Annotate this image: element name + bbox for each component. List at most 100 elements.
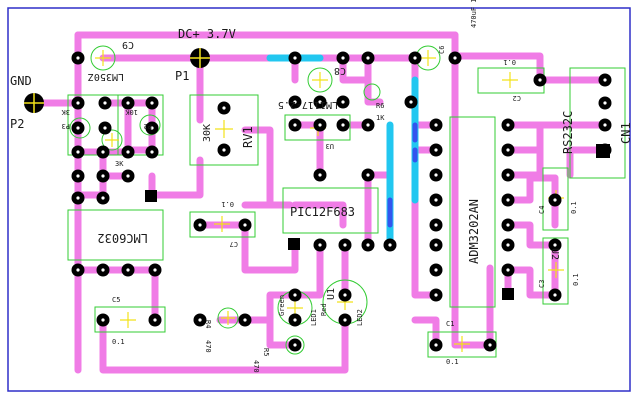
pad-hole bbox=[222, 148, 226, 152]
pad-hole bbox=[101, 318, 105, 322]
label-c6v: 470uF 16V bbox=[470, 0, 478, 28]
pad-hole bbox=[506, 123, 510, 127]
pad-hole bbox=[293, 293, 297, 297]
pad-hole bbox=[343, 318, 347, 322]
label-c3v: 0.1 bbox=[572, 273, 580, 286]
r3-outline bbox=[101, 129, 123, 151]
pad-hole bbox=[488, 343, 492, 347]
label-led2: LED2 bbox=[356, 309, 364, 326]
label-c5: C5 bbox=[112, 296, 120, 304]
pad-hole bbox=[222, 106, 226, 110]
pad-hole bbox=[366, 123, 370, 127]
pad-hole bbox=[318, 173, 322, 177]
pad-hole bbox=[388, 243, 392, 247]
pad-hole bbox=[153, 268, 157, 272]
label-u1: U1 bbox=[326, 288, 337, 300]
label-c6: C6 bbox=[438, 46, 446, 54]
rv1-outline bbox=[189, 94, 259, 166]
label-u2: U2 bbox=[549, 248, 560, 260]
pad-hole bbox=[506, 268, 510, 272]
label-lm: LM350Z bbox=[88, 71, 124, 82]
label-c1v: 0.1 bbox=[446, 358, 459, 366]
label-u3: U3 bbox=[326, 142, 334, 150]
p3-knob-outline bbox=[69, 117, 91, 139]
pad-hole bbox=[126, 101, 130, 105]
c5-outline bbox=[94, 306, 166, 333]
pad-hole bbox=[341, 100, 345, 104]
square-pad bbox=[288, 238, 300, 250]
pad-hole bbox=[150, 101, 154, 105]
label-c2: C2 bbox=[513, 94, 521, 102]
c3-outline bbox=[542, 237, 569, 305]
pad-hole bbox=[603, 78, 607, 82]
pad-hole bbox=[153, 318, 157, 322]
pad-hole bbox=[366, 173, 370, 177]
pad-hole bbox=[243, 223, 247, 227]
label-p3: P3 bbox=[62, 122, 70, 130]
lmc-outline bbox=[67, 209, 164, 261]
label-r3: 3K bbox=[115, 160, 124, 168]
label-p3v: 3K bbox=[61, 108, 70, 116]
pad-hole bbox=[198, 318, 202, 322]
label-r30k: 30K bbox=[202, 124, 213, 142]
pad-hole bbox=[341, 56, 345, 60]
pad-hole bbox=[101, 196, 105, 200]
pad-hole bbox=[76, 174, 80, 178]
label-led1: LED1 bbox=[310, 309, 318, 326]
c4-outline bbox=[542, 167, 569, 231]
label-c9: C9 bbox=[122, 39, 134, 50]
label-c7: C7 bbox=[230, 240, 238, 248]
pad-hole bbox=[343, 243, 347, 247]
label-c5v: 0.1 bbox=[112, 338, 125, 346]
pad-hole bbox=[506, 173, 510, 177]
pad-hole bbox=[293, 56, 297, 60]
label-c1: C1 bbox=[446, 320, 454, 328]
pad-hole bbox=[343, 293, 347, 297]
label-c7v: 0.1 bbox=[221, 200, 234, 208]
silkscreen-labels: GND P2 P1 DC+ 3.7V C9 LM350Z P3 3K 10K P… bbox=[10, 0, 633, 373]
pad-hole bbox=[243, 318, 247, 322]
pad-hole bbox=[76, 56, 80, 60]
pad-hole bbox=[103, 101, 107, 105]
label-c4: C4 bbox=[538, 206, 546, 214]
r4-outline bbox=[217, 307, 239, 329]
pad-hole bbox=[126, 268, 130, 272]
pad-hole bbox=[409, 100, 413, 104]
pad-hole bbox=[434, 343, 438, 347]
pad-hole bbox=[603, 123, 607, 127]
pad-hole bbox=[76, 101, 80, 105]
pad-hole bbox=[293, 318, 297, 322]
p2-outline bbox=[117, 94, 164, 156]
pad-hole bbox=[126, 150, 130, 154]
pad-hole bbox=[453, 56, 457, 60]
label-c3: C3 bbox=[538, 280, 546, 288]
pad-hole bbox=[434, 243, 438, 247]
pad-hole bbox=[293, 100, 297, 104]
pad-hole bbox=[434, 293, 438, 297]
pad-hole bbox=[538, 78, 542, 82]
c8-outline bbox=[307, 67, 333, 93]
label-green: Green bbox=[278, 295, 286, 316]
p2-knob-outline bbox=[139, 114, 161, 136]
label-lmc: LMC6032 bbox=[97, 231, 148, 245]
u3-outline bbox=[284, 114, 351, 141]
pad-hole bbox=[126, 174, 130, 178]
pad-hole bbox=[553, 243, 557, 247]
pad-hole bbox=[101, 150, 105, 154]
pads bbox=[71, 51, 612, 352]
pad-hole bbox=[76, 268, 80, 272]
pad-hole bbox=[413, 56, 417, 60]
label-p2v: 10K bbox=[125, 108, 138, 116]
pad-hole bbox=[434, 268, 438, 272]
label-rs: RS232C bbox=[561, 111, 575, 154]
cn1-outline bbox=[569, 67, 626, 179]
label-c4v: 0.1 bbox=[570, 201, 578, 214]
pad-hole bbox=[101, 268, 105, 272]
c7-outline bbox=[189, 211, 256, 238]
pad-hole bbox=[293, 123, 297, 127]
pad-hole bbox=[101, 174, 105, 178]
pad-hole bbox=[150, 150, 154, 154]
label-gnd: GND bbox=[10, 74, 32, 88]
label-c8: C8 bbox=[334, 65, 346, 76]
